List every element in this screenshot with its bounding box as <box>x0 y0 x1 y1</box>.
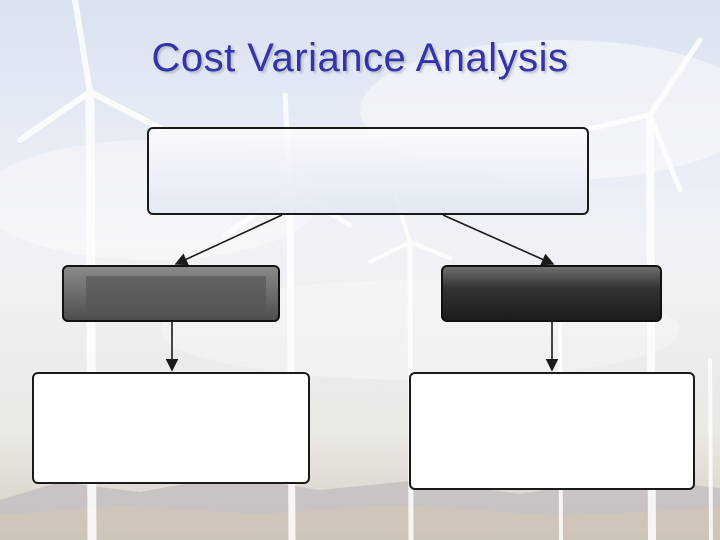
slide-title: Cost Variance Analysis <box>151 36 569 80</box>
middle-left-node-box <box>62 265 280 322</box>
bottom-left-node-box <box>32 372 310 484</box>
middle-left-node-inner <box>86 276 266 312</box>
top-node-box <box>147 127 589 215</box>
arrow-top-to-left <box>174 214 283 266</box>
middle-right-node-box <box>441 265 662 322</box>
bottom-right-node-box <box>409 372 695 490</box>
arrow-top-to-right <box>442 214 555 266</box>
